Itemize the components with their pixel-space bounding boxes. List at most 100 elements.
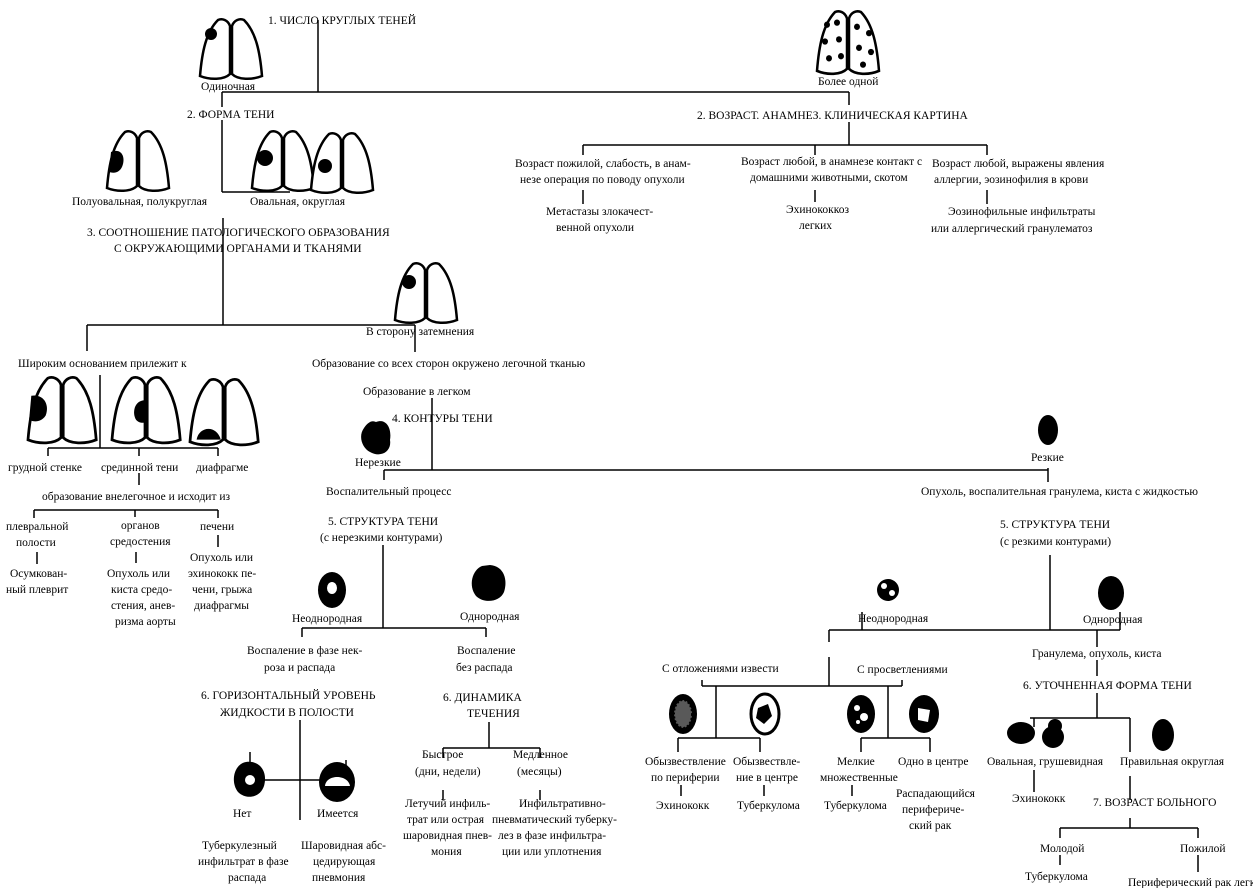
- node-label: Эозинофильные инфильтраты: [948, 206, 1096, 218]
- node-label: Одно в центре: [898, 756, 969, 768]
- node-label: лез в фазе инфильтра-: [498, 830, 606, 842]
- node-label: Воспаление: [457, 645, 515, 657]
- node-label: полости: [16, 537, 56, 549]
- calc-periphery-blob: [669, 694, 697, 734]
- cavity-no-level-blob: [233, 761, 266, 797]
- node-label: ризма аорты: [115, 616, 176, 628]
- node-label: Однородная: [1083, 614, 1143, 626]
- blurry-hetero-blob: [318, 572, 346, 608]
- lungs-diaphragm-icon: [188, 377, 260, 447]
- step3-title-line2: С ОКРУЖАЮЩИМИ ОРГАНАМИ И ТКАНЯМИ: [114, 243, 362, 255]
- node-label: Возраст пожилой, слабость, в анам-: [515, 158, 691, 170]
- node-label: Образование со всех сторон окружено лего…: [312, 358, 586, 370]
- node-label: Нерезкие: [355, 457, 401, 469]
- node-label: 5. СТРУКТУРА ТЕНИ: [328, 516, 438, 528]
- node-label: без распада: [456, 662, 513, 674]
- node-label: диафрагмы: [194, 600, 249, 612]
- node-label: ции или уплотнения: [502, 846, 602, 858]
- lungs-round-icon: [309, 132, 375, 195]
- node-label: Эхинококк: [1012, 793, 1066, 805]
- node-label: Эхинококкоз: [786, 204, 849, 216]
- node-label: Молодой: [1040, 843, 1084, 855]
- blurry-contour-blob: [361, 421, 391, 455]
- node-label: Образование в легком: [363, 386, 471, 398]
- sharp-hetero-blob: [877, 579, 899, 601]
- node-label: грудной стенке: [8, 462, 82, 474]
- diagram-labels: 1. ЧИСЛО КРУГЛЫХ ТЕНЕЙ Одиночная Более о…: [6, 13, 1253, 888]
- node-label: пневмония: [312, 872, 366, 884]
- node-label: Овальная, грушевидная: [987, 756, 1104, 768]
- lungs-oval-icon: [250, 130, 316, 193]
- node-label: множественные: [820, 772, 898, 784]
- node-label: Периферический рак легкого: [1128, 877, 1253, 888]
- node-label: (дни, недели): [415, 766, 481, 778]
- node-label: венной опухоли: [556, 222, 634, 234]
- node-label: средостения: [110, 536, 171, 548]
- node-label: Резкие: [1031, 452, 1064, 464]
- node-label: ский рак: [909, 820, 952, 832]
- node-label: Туберкулома: [1025, 871, 1088, 883]
- sharp-contour-blob: [1038, 415, 1058, 445]
- node-label: Опухоль, воспалительная гранулема, киста…: [921, 486, 1198, 498]
- node-label: Нет: [233, 808, 251, 820]
- node-label: аллергии, эозинофилия в крови: [934, 174, 1088, 186]
- node-label: цедирующая: [313, 856, 376, 868]
- node-label: В сторону затемнения: [366, 326, 475, 338]
- lungs-single-icon: [198, 18, 264, 81]
- step1-title: 1. ЧИСЛО КРУГЛЫХ ТЕНЕЙ: [268, 13, 416, 27]
- node-label: распада: [228, 872, 266, 884]
- node-label: Мелкие: [837, 756, 875, 768]
- node-label: Полуовальная, полукруглая: [72, 196, 208, 208]
- node-label: Шаровидная абс-: [301, 840, 386, 852]
- calc-center-blob: [749, 692, 781, 736]
- lungs-chest-wall-icon: [26, 375, 98, 445]
- node-label: Медленное: [513, 749, 568, 761]
- node-label: Метастазы злокачест-: [546, 206, 653, 218]
- node-label: (с нерезкими контурами): [320, 532, 442, 544]
- sharp-homo-blob: [1098, 576, 1124, 610]
- node-label: 6. УТОЧНЕННАЯ ФОРМА ТЕНИ: [1023, 680, 1192, 692]
- node-label: Туберкулома: [737, 800, 800, 812]
- node-label: (месяцы): [517, 766, 562, 778]
- node-label: срединной тени: [101, 462, 178, 474]
- node-label: Обызвествле-: [733, 756, 800, 768]
- node-label: Осумкован-: [10, 568, 67, 580]
- node-label: чени, грыжа: [192, 584, 252, 596]
- node-label: Широким основанием прилежит к: [18, 358, 187, 370]
- node-label: Летучий инфиль-: [405, 798, 490, 810]
- node-label: Имеется: [317, 808, 359, 820]
- step4-title: 4. КОНТУРЫ ТЕНИ: [392, 413, 493, 425]
- node-label: Возраст любой, в анамнезе контакт с: [741, 156, 922, 168]
- node-label: роза и распада: [264, 662, 335, 674]
- clearing-center-blob: [909, 695, 939, 733]
- node-label: стения, анев-: [111, 600, 175, 612]
- node-label: Обызвествление: [645, 756, 726, 768]
- node-label: Туберкулома: [824, 800, 887, 812]
- multiple-label: Более одной: [818, 76, 878, 88]
- node-label: Правильная округлая: [1120, 756, 1225, 768]
- node-label: Инфильтративно-: [519, 798, 606, 810]
- node-label: трат или острая: [407, 814, 485, 826]
- blurry-homo-blob: [471, 565, 506, 601]
- node-label: Опухоль или: [190, 552, 253, 564]
- node-label: ный плеврит: [6, 584, 68, 596]
- node-label: Эхинококк: [656, 800, 710, 812]
- node-label: органов: [121, 520, 160, 532]
- step2-age-title: 2. ВОЗРАСТ. АНАМНЕЗ. КЛИНИЧЕСКАЯ КАРТИНА: [697, 110, 969, 122]
- node-label: Овальная, округлая: [250, 196, 346, 208]
- node-label: печени: [200, 521, 234, 533]
- node-label: легких: [799, 220, 832, 232]
- node-label: домашними животными, скотом: [750, 172, 908, 184]
- lungs-median-icon: [110, 375, 182, 445]
- cavity-with-level-blob: [319, 762, 355, 802]
- node-label: инфильтрат в фазе: [198, 856, 289, 868]
- node-label: Воспалительный процесс: [326, 486, 452, 498]
- single-label: Одиночная: [201, 81, 256, 93]
- node-label: диафрагме: [196, 462, 248, 474]
- node-label: образование внелегочное и исходит из: [42, 491, 231, 503]
- step2-form-title: 2. ФОРМА ТЕНИ: [187, 109, 275, 121]
- node-label: 6. ГОРИЗОНТАЛЬНЫЙ УРОВЕНЬ: [201, 688, 376, 702]
- node-label: Опухоль или: [107, 568, 170, 580]
- node-label: ние в центре: [736, 772, 798, 784]
